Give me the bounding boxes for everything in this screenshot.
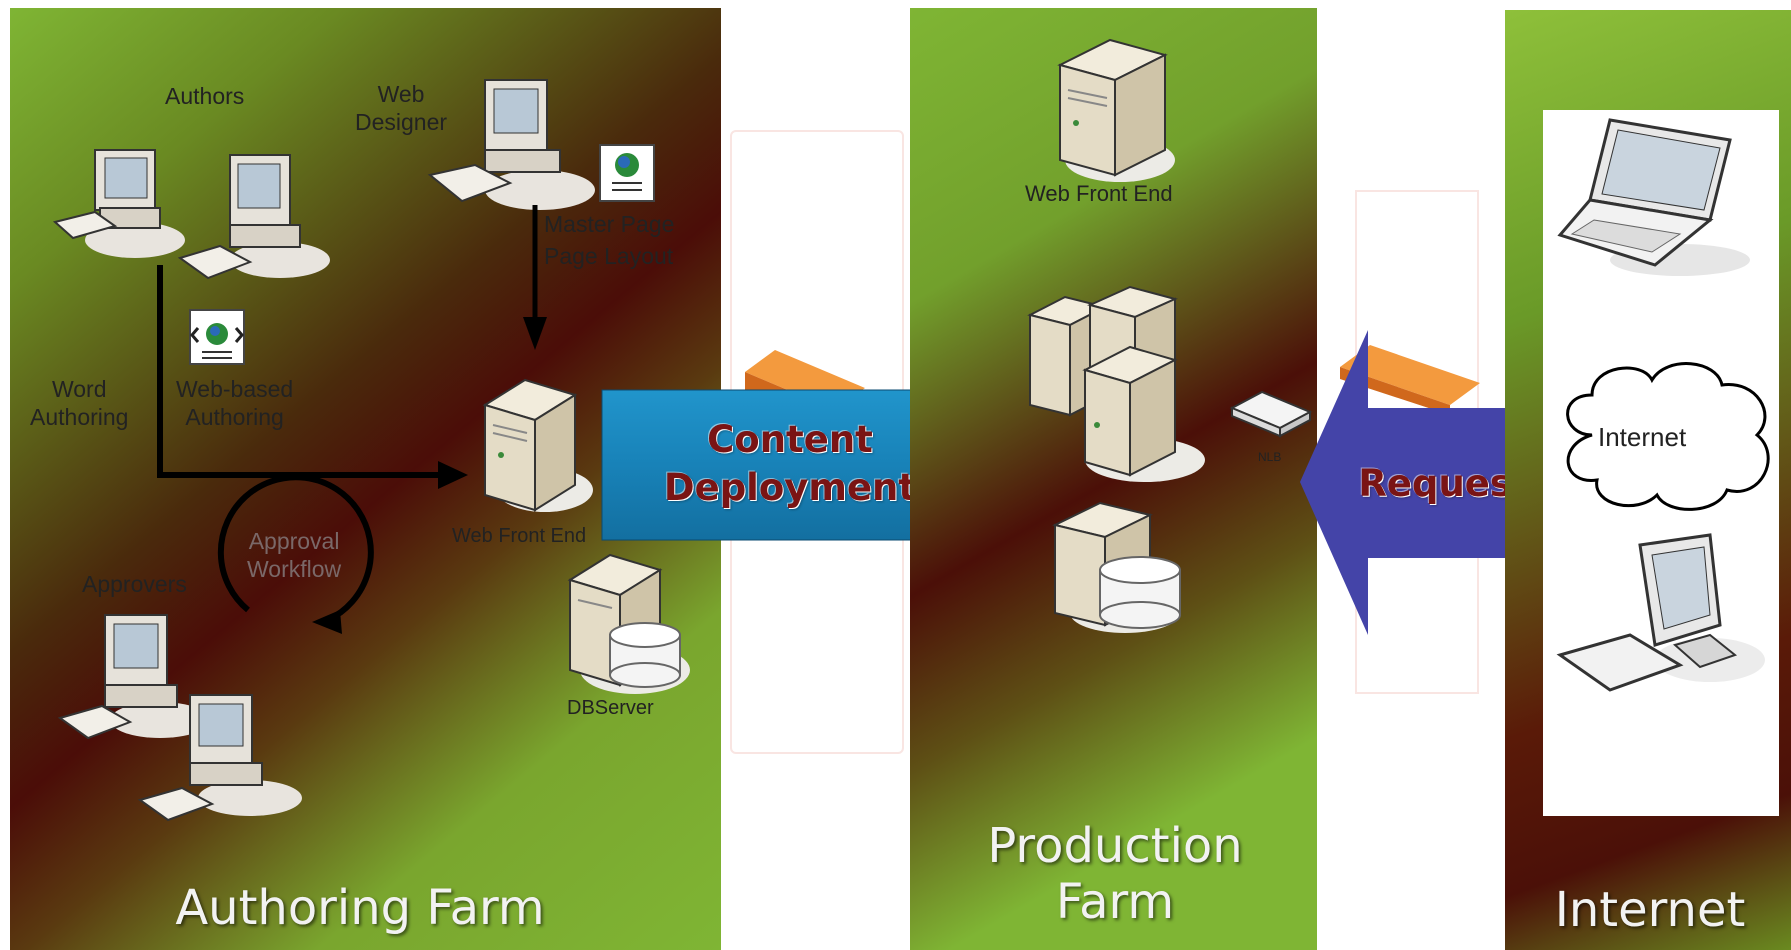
approvers-label: Approvers xyxy=(82,571,187,597)
web-designer-label: Web Designer xyxy=(355,81,448,135)
web-authoring-label: Web-based Authoring xyxy=(176,376,294,430)
content-deployment-label: Content Deployment xyxy=(663,418,917,509)
nlb-label: NLB xyxy=(1258,450,1282,464)
authors-label: Authors xyxy=(165,83,245,109)
page-layout-label: Page Layout xyxy=(544,243,674,269)
cloud-icon xyxy=(1566,362,1770,511)
master-page-label: Master Page xyxy=(544,211,675,237)
authoring-wfe-label: Web Front End xyxy=(452,525,587,547)
document-icon xyxy=(599,144,655,202)
server-icon xyxy=(1057,38,1175,182)
document-icon xyxy=(189,309,245,365)
db-server-label: DBServer xyxy=(567,697,654,719)
laptop-icon xyxy=(1557,118,1750,276)
approval-workflow-cycle xyxy=(217,474,374,634)
internet-cloud-label: Internet xyxy=(1598,422,1687,452)
database-server-icon xyxy=(567,553,690,694)
computer-icon xyxy=(1556,533,1765,692)
designer-arrow xyxy=(523,205,547,350)
computer-icon xyxy=(177,154,330,280)
authoring-farm-title: Authoring Farm xyxy=(175,880,545,936)
database-server-icon xyxy=(1052,501,1181,633)
computer-icon xyxy=(57,614,210,740)
word-authoring-label: Word Authoring xyxy=(30,376,129,430)
nlb-icon xyxy=(1229,390,1313,438)
internet-title: Internet xyxy=(1554,882,1746,938)
approval-workflow-label: Approval Workflow xyxy=(247,528,342,582)
production-farm-title: Production Farm xyxy=(987,818,1243,930)
computer-icon xyxy=(427,79,595,210)
computer-icon xyxy=(137,694,302,822)
author-flow-arrow xyxy=(157,265,468,489)
requests-arrow xyxy=(1300,330,1562,635)
server-icon xyxy=(482,378,593,512)
production-wfe-label: Web Front End xyxy=(1025,181,1173,206)
server-cluster-icon xyxy=(1027,285,1205,482)
computer-icon xyxy=(52,149,185,258)
